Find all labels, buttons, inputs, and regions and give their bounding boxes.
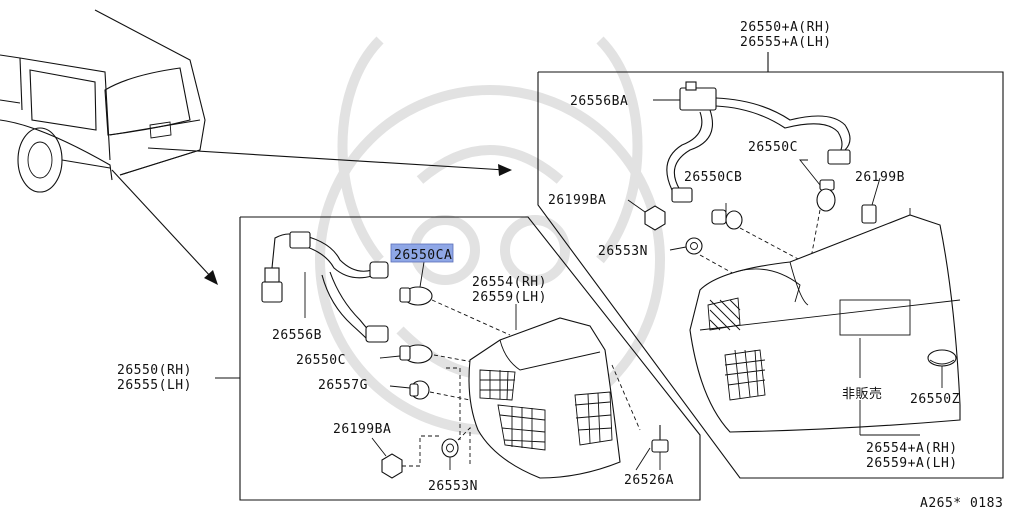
bulb-26550ca <box>399 261 433 306</box>
assembly-box-right <box>537 52 1004 479</box>
label-26555-a-lh[interactable]: 26555+A(LH) <box>740 35 832 50</box>
label-26559-a-lh[interactable]: 26559+A(LH) <box>866 456 958 471</box>
lamp-26554 <box>468 317 621 479</box>
label-26553n-left[interactable]: 26553N <box>428 479 478 494</box>
label-26559-lh[interactable]: 26559(LH) <box>472 290 547 305</box>
grommet-26199ba-left <box>371 437 403 479</box>
label-26550c-right[interactable]: 26550C <box>748 140 798 155</box>
label-26550-rh[interactable]: 26550(RH) <box>117 363 192 378</box>
screw-26526a <box>651 425 669 470</box>
label-26526a[interactable]: 26526A <box>624 473 674 488</box>
grommet-26199ba-right <box>627 199 666 231</box>
figure-code: A265* 0183 <box>920 496 1003 511</box>
label-26556b[interactable]: 26556B <box>272 328 322 343</box>
label-not-for-sale: 非販売 <box>842 386 883 402</box>
label-26553n-right[interactable]: 26553N <box>598 244 648 259</box>
label-26556ba[interactable]: 26556BA <box>570 94 628 109</box>
vehicle-rear-sketch <box>0 9 206 193</box>
part-highlight <box>390 243 454 263</box>
label-26550z[interactable]: 26550Z <box>910 392 960 407</box>
dashed-guides-left <box>402 299 641 467</box>
label-26550cb[interactable]: 26550CB <box>684 170 742 185</box>
label-26550z <box>927 349 957 388</box>
label-26557g[interactable]: 26557G <box>318 378 368 393</box>
gasket-26553n-left <box>441 438 459 470</box>
label-26554-a-rh[interactable]: 26554+A(RH) <box>866 441 958 456</box>
label-26550-a-rh[interactable]: 26550+A(RH) <box>740 20 832 35</box>
harness-26556ba <box>666 81 851 203</box>
label-26550ca[interactable]: 26550CA <box>394 248 452 263</box>
bulb-26550c-left <box>379 344 433 364</box>
assembly-box-left <box>215 216 701 501</box>
pointer-arrows <box>111 147 512 285</box>
part-labels: 26550+A(RH) 26555+A(LH) 26556BA 26550C 2… <box>117 20 1003 511</box>
label-26199ba-left[interactable]: 26199BA <box>333 422 391 437</box>
bulb-26557g <box>389 380 430 400</box>
lamp-26554-a <box>689 208 961 433</box>
label-26199ba-right[interactable]: 26199BA <box>548 193 606 208</box>
label-26199b[interactable]: 26199B <box>855 170 905 185</box>
label-26550c-left[interactable]: 26550C <box>296 353 346 368</box>
clip-26199b <box>861 177 881 224</box>
label-26554-rh[interactable]: 26554(RH) <box>472 275 547 290</box>
gasket-26553n-right <box>669 237 703 255</box>
label-26555-lh[interactable]: 26555(LH) <box>117 378 192 393</box>
bulb-26550c-right <box>799 159 836 212</box>
harness-26556b <box>261 231 389 343</box>
bulb-26550cb <box>711 203 743 230</box>
